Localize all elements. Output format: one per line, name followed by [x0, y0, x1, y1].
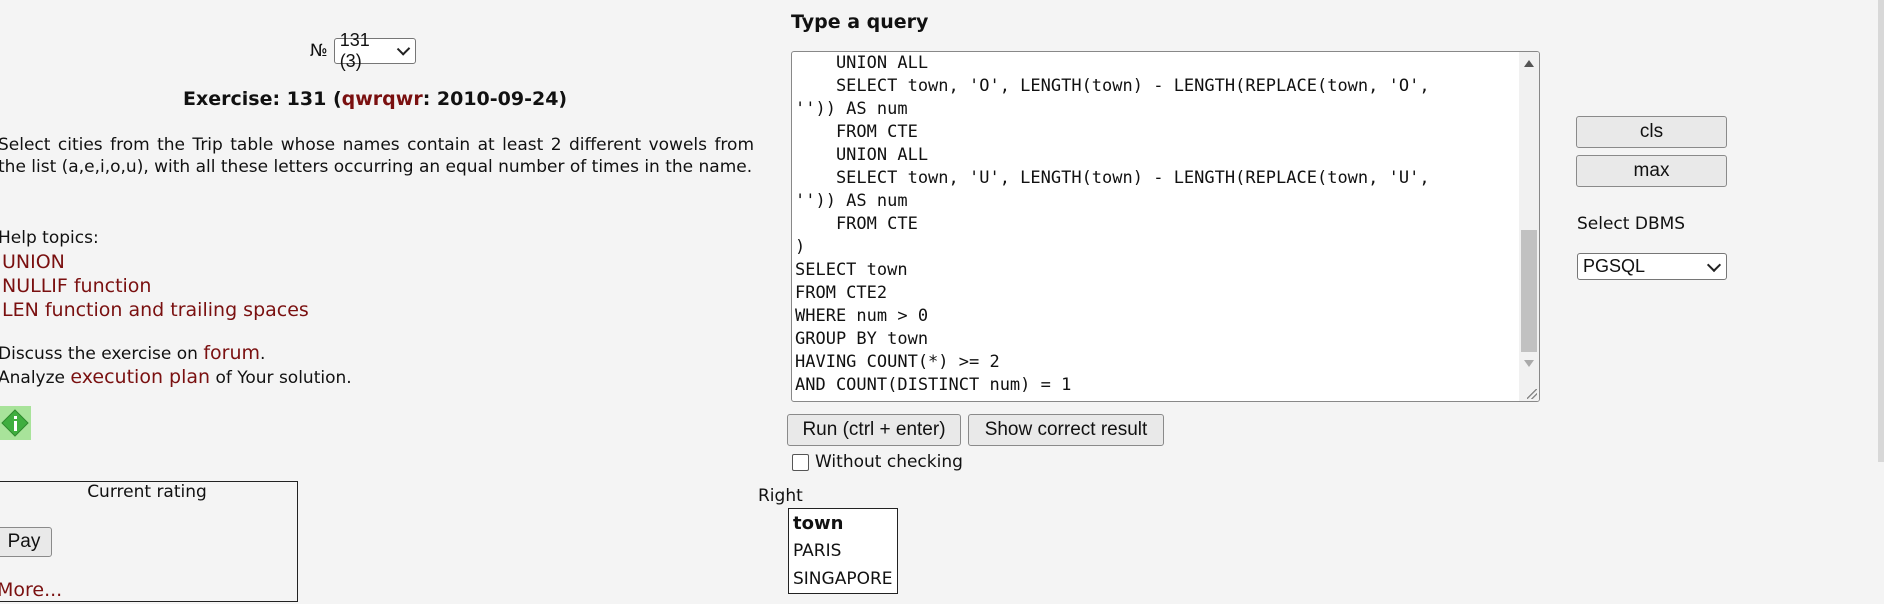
help-link-len[interactable]: LEN function and trailing spaces — [2, 299, 309, 321]
column-header: town — [793, 512, 844, 534]
page-scrollbar[interactable] — [1878, 0, 1884, 462]
number-sign-label: № — [310, 41, 328, 61]
dbms-select-value: PGSQL — [1583, 256, 1646, 276]
help-link-nullif[interactable]: NULLIF function — [2, 275, 152, 297]
more-link[interactable]: More... — [0, 579, 63, 601]
exercise-selector-row: № 131 (3) — [310, 30, 416, 71]
table-cell: SINGAPORE — [793, 569, 893, 589]
info-icon[interactable] — [0, 406, 31, 440]
forum-link[interactable]: forum — [203, 342, 261, 364]
result-table: town PARIS SINGAPORE — [788, 508, 898, 594]
task-description: Select cities from the Trip table whose … — [0, 135, 754, 177]
without-checking-row: Without checking — [792, 452, 963, 472]
without-checking-checkbox[interactable] — [792, 453, 809, 471]
result-status: Right — [758, 486, 803, 506]
chevron-down-icon — [1706, 257, 1722, 272]
table-row: SINGAPORE — [789, 565, 898, 594]
scroll-up-icon[interactable] — [1524, 60, 1534, 67]
max-button[interactable]: max — [1576, 155, 1727, 187]
show-correct-result-button[interactable]: Show correct result — [968, 414, 1164, 446]
query-label: Type a query — [791, 11, 929, 33]
rating-title: Current rating — [87, 482, 207, 502]
exercise-select-value: 131 (3) — [339, 30, 370, 71]
table-row: PARIS — [789, 537, 898, 565]
table-cell: PARIS — [793, 541, 842, 561]
author-link[interactable]: qwrqwr — [341, 88, 423, 110]
exercise-title: Exercise: 131 (qwrqwr: 2010-09-24) — [183, 88, 568, 110]
pay-button[interactable]: Pay — [0, 527, 52, 557]
help-topics-label: Help topics: — [0, 228, 99, 248]
chevron-down-icon — [396, 42, 410, 56]
table-header-row: town — [789, 509, 898, 538]
analyze-line: Analyze execution plan of Your solution. — [0, 366, 352, 388]
cls-button[interactable]: cls — [1576, 116, 1727, 148]
exercise-select[interactable]: 131 (3) — [333, 30, 416, 71]
editor-scrollbar[interactable] — [1519, 52, 1539, 401]
dbms-select[interactable]: PGSQL — [1577, 253, 1727, 280]
help-link-union[interactable]: UNION — [2, 251, 65, 273]
without-checking-label: Without checking — [815, 452, 963, 472]
discuss-line: Discuss the exercise on forum. — [0, 342, 266, 364]
query-editor[interactable]: UNION ALL SELECT town, 'O', LENGTH(town)… — [791, 51, 1540, 402]
rating-panel: Current rating Pay More... — [0, 481, 298, 602]
scroll-down-icon[interactable] — [1524, 360, 1534, 367]
select-dbms-label: Select DBMS — [1577, 214, 1686, 234]
query-text[interactable]: UNION ALL SELECT town, 'O', LENGTH(town)… — [795, 53, 1430, 395]
resize-handle-icon[interactable] — [1527, 389, 1537, 399]
scrollbar-thumb[interactable] — [1521, 230, 1537, 352]
run-button[interactable]: Run (ctrl + enter) — [787, 414, 961, 446]
execution-plan-link[interactable]: execution plan — [70, 366, 211, 388]
